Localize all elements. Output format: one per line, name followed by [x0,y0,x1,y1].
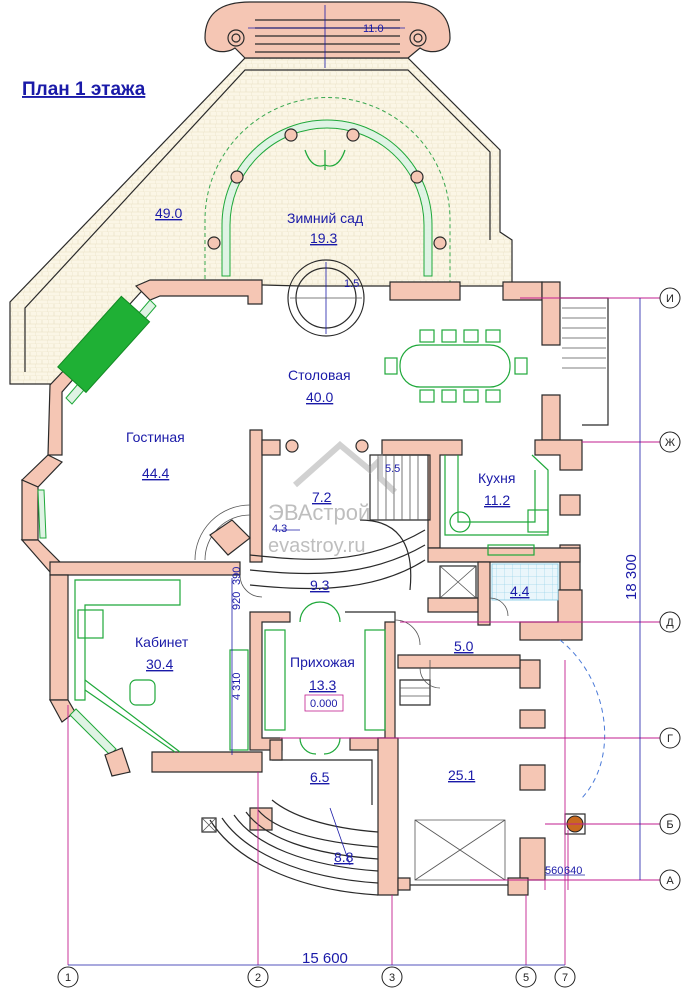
main-stair [194,454,431,706]
doors [239,574,509,755]
svg-text:А: А [666,875,674,887]
dining-name: Столовая [288,367,351,383]
dim-640: 640 [564,865,582,877]
axis-marker-v-1: 2 [247,966,269,988]
svg-text:7: 7 [562,972,568,984]
axis-marker-h-0: И [659,287,681,309]
svg-text:1: 1 [65,972,71,984]
hall-area: 9.3 [310,577,330,593]
vestibule-area: 6.5 [310,769,330,785]
watermark-brand: ЭВАстрой [268,500,370,525]
kitchen-name: Кухня [478,470,515,486]
axis-marker-v-4: 7 [554,966,576,988]
axis-marker-v-2: 3 [381,966,403,988]
svg-text:5: 5 [523,972,529,984]
axis-markers: И Ж Д Г Б А 1 2 3 5 7 [57,287,681,988]
axis-marker-v-0: 1 [57,966,79,988]
furniture [57,295,606,835]
svg-text:2: 2 [255,972,261,984]
corridor-area: 5.0 [454,638,474,654]
axis-marker-h-1: Ж [659,431,681,453]
dim-560: 560 [545,865,563,877]
svg-text:Б: Б [666,819,673,831]
axis-marker-h-2: Д [659,611,681,633]
dim-total-width: 15 600 [302,950,348,967]
axis-marker-h-4: Б [659,813,681,835]
svg-text:Д: Д [666,617,674,629]
watermark-site: evastroy.ru [268,535,365,557]
svg-text:Ж: Ж [665,437,675,449]
watermark: ЭВАстрой evastroy.ru [268,441,398,557]
winter-garden-bay [204,97,451,286]
axis-marker-v-3: 5 [515,966,537,988]
dim-top-width: 11.0 [363,23,384,35]
porch-area: 8.8 [334,849,354,865]
stair-hall-area: 7.2 [312,489,332,505]
svg-text:Г: Г [667,733,673,745]
dining-area: 40.0 [306,389,333,405]
svg-text:И: И [666,293,674,305]
dim-stair-step: 5.5 [385,463,400,475]
kitchen-area: 11.2 [484,492,510,508]
axis-marker-h-3: Г [659,727,681,749]
dim-stair-small: 4.3 [272,523,287,535]
terrace-area: 49.0 [155,205,182,221]
entry-level: 0.000 [310,698,338,710]
axis-marker-h-5: А [659,869,681,891]
dining-bay [287,259,365,337]
study-name: Кабинет [135,634,189,650]
living-area: 44.4 [142,465,169,481]
entry-area: 13.3 [309,677,336,693]
svg-text:3: 3 [389,972,395,984]
dim-920: 920 [231,592,243,610]
winter-garden-area: 19.3 [310,230,337,246]
dim-4310: 4 310 [231,672,243,700]
bath-area: 4.4 [510,583,530,599]
entry-name: Прихожая [290,654,355,670]
plan-title: План 1 этажа [22,79,146,100]
level-box [304,694,344,712]
axis-grid [67,297,660,965]
dim-total-height: 18 300 [623,554,640,600]
porch-steps [201,799,379,896]
dim-bay-radius: 1.5 [344,278,359,290]
study-area: 30.4 [146,656,173,672]
north-terrace [9,1,513,385]
dimension-lines [68,5,641,966]
garage-area: 25.1 [448,767,475,783]
dim-390: 390 [231,567,243,585]
winter-garden-name: Зимний сад [287,210,363,226]
living-name: Гостиная [126,429,185,445]
